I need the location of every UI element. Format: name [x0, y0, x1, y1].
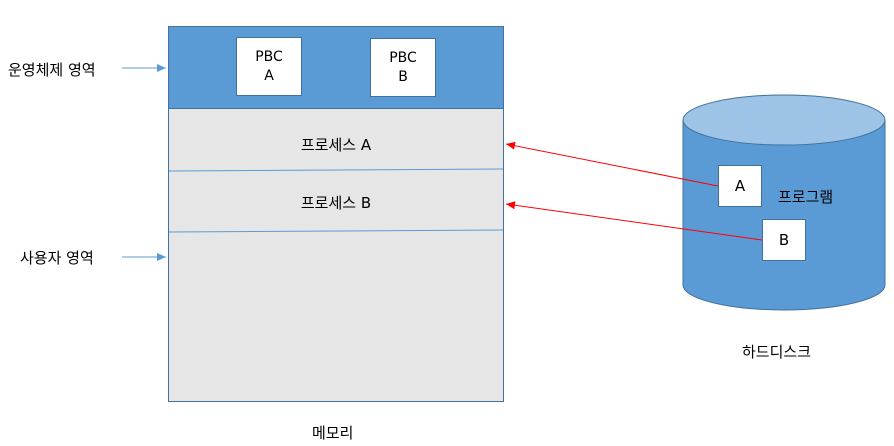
pbc-a-box: PBC A [236, 37, 302, 96]
pbc-b-box: PBC B [370, 38, 436, 97]
program-b-box: B [762, 219, 806, 261]
user-area-label: 사용자 영역 [20, 249, 94, 267]
load-arrow-b [505, 201, 763, 241]
hard-disk-caption: 하드디스크 [742, 343, 812, 361]
pbc-a-line2: A [264, 67, 274, 84]
os-region [168, 26, 504, 109]
load-arrow-a [505, 141, 719, 187]
divider-process-a [168, 168, 504, 172]
program-a-label: A [734, 177, 746, 195]
program-a-box: A [718, 165, 762, 207]
program-b-label: B [778, 231, 790, 249]
pbc-b-line2: B [398, 68, 408, 85]
program-label: 프로그램 [778, 188, 834, 206]
pbc-a-line1: PBC [255, 48, 283, 65]
pbc-b-line1: PBC [389, 49, 417, 66]
process-b-label: 프로세스 B [300, 194, 372, 212]
os-area-label: 운영체제 영역 [8, 61, 96, 79]
process-a-label: 프로세스 A [300, 136, 372, 154]
memory-caption: 메모리 [312, 424, 354, 442]
divider-process-b [168, 229, 504, 233]
